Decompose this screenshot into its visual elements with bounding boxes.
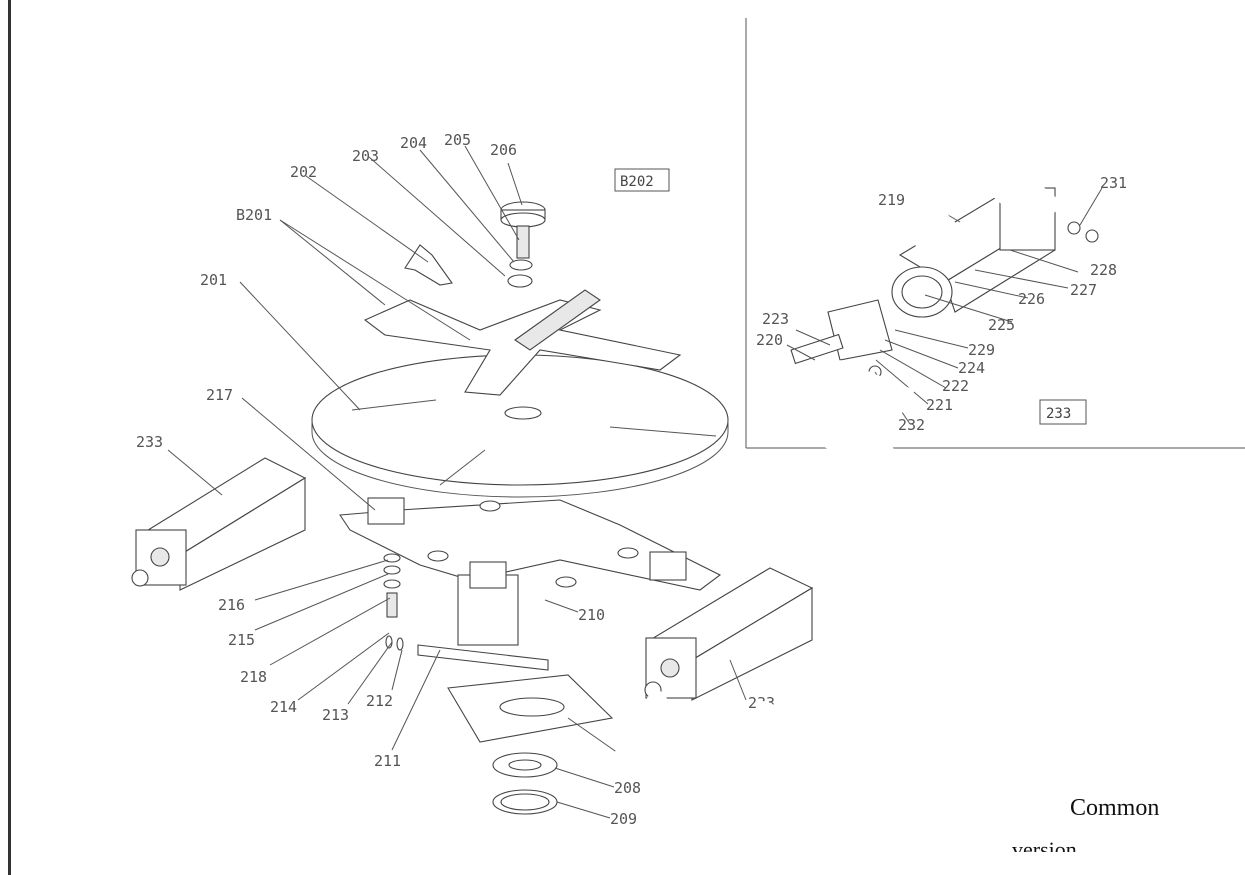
label-213: 213: [322, 706, 349, 724]
left-air-cylinder: [131, 457, 307, 591]
label-203: 203: [352, 147, 379, 165]
label-202: 202: [290, 163, 317, 181]
left-border-bar: [8, 0, 11, 875]
label-223: 223: [762, 310, 789, 328]
right-air-cylinder: [644, 567, 814, 701]
caption-version: version: [1012, 837, 1077, 852]
label-226: 226: [1018, 290, 1045, 308]
label-215: 215: [228, 631, 255, 649]
center-hub-bracket: [417, 561, 549, 671]
label-b201: B201: [236, 206, 272, 224]
small-fasteners: [383, 553, 404, 651]
label-220: 220: [756, 331, 783, 349]
lower-linkage-frame: [339, 497, 722, 591]
label-204: 204: [400, 134, 427, 152]
label-208: 208: [614, 779, 641, 797]
watermark-shapes: [500, 125, 1065, 875]
label-211: 211: [374, 752, 401, 770]
washer-208: [492, 752, 558, 778]
label-233-left: 233: [136, 433, 163, 451]
label-224: 224: [958, 359, 985, 377]
label-216: 216: [218, 596, 245, 614]
label-229: 229: [968, 341, 995, 359]
label-228: 228: [1090, 261, 1117, 279]
label-219: 219: [878, 191, 905, 209]
knob-screw-assembly: [500, 201, 546, 288]
clamp-jaw-part: [404, 244, 453, 286]
box-label-main: B202: [620, 174, 654, 190]
label-221: 221: [926, 396, 953, 414]
box-label-frame-main: [614, 168, 670, 192]
label-218: 218: [240, 668, 267, 686]
label-209: 209: [610, 810, 637, 828]
label-214: 214: [270, 698, 297, 716]
label-227: 227: [1070, 281, 1097, 299]
label-210: 210: [578, 606, 605, 624]
box-label-inset: 233: [1046, 406, 1071, 422]
label-206: 206: [490, 141, 517, 159]
base-plate: [447, 674, 614, 743]
leader-lines: [167, 145, 1103, 819]
label-225: 225: [988, 316, 1015, 334]
label-222: 222: [942, 377, 969, 395]
label-232: 232: [898, 416, 925, 434]
label-217: 217: [206, 386, 233, 404]
snap-ring-209: [492, 789, 558, 815]
box-label-frame-inset: [1039, 399, 1087, 425]
label-212: 212: [366, 692, 393, 710]
label-231: 231: [1100, 174, 1127, 192]
turntable-disc: [311, 354, 729, 498]
label-205: 205: [444, 131, 471, 149]
label-201: 201: [200, 271, 227, 289]
caption-common: Common: [1070, 795, 1160, 821]
